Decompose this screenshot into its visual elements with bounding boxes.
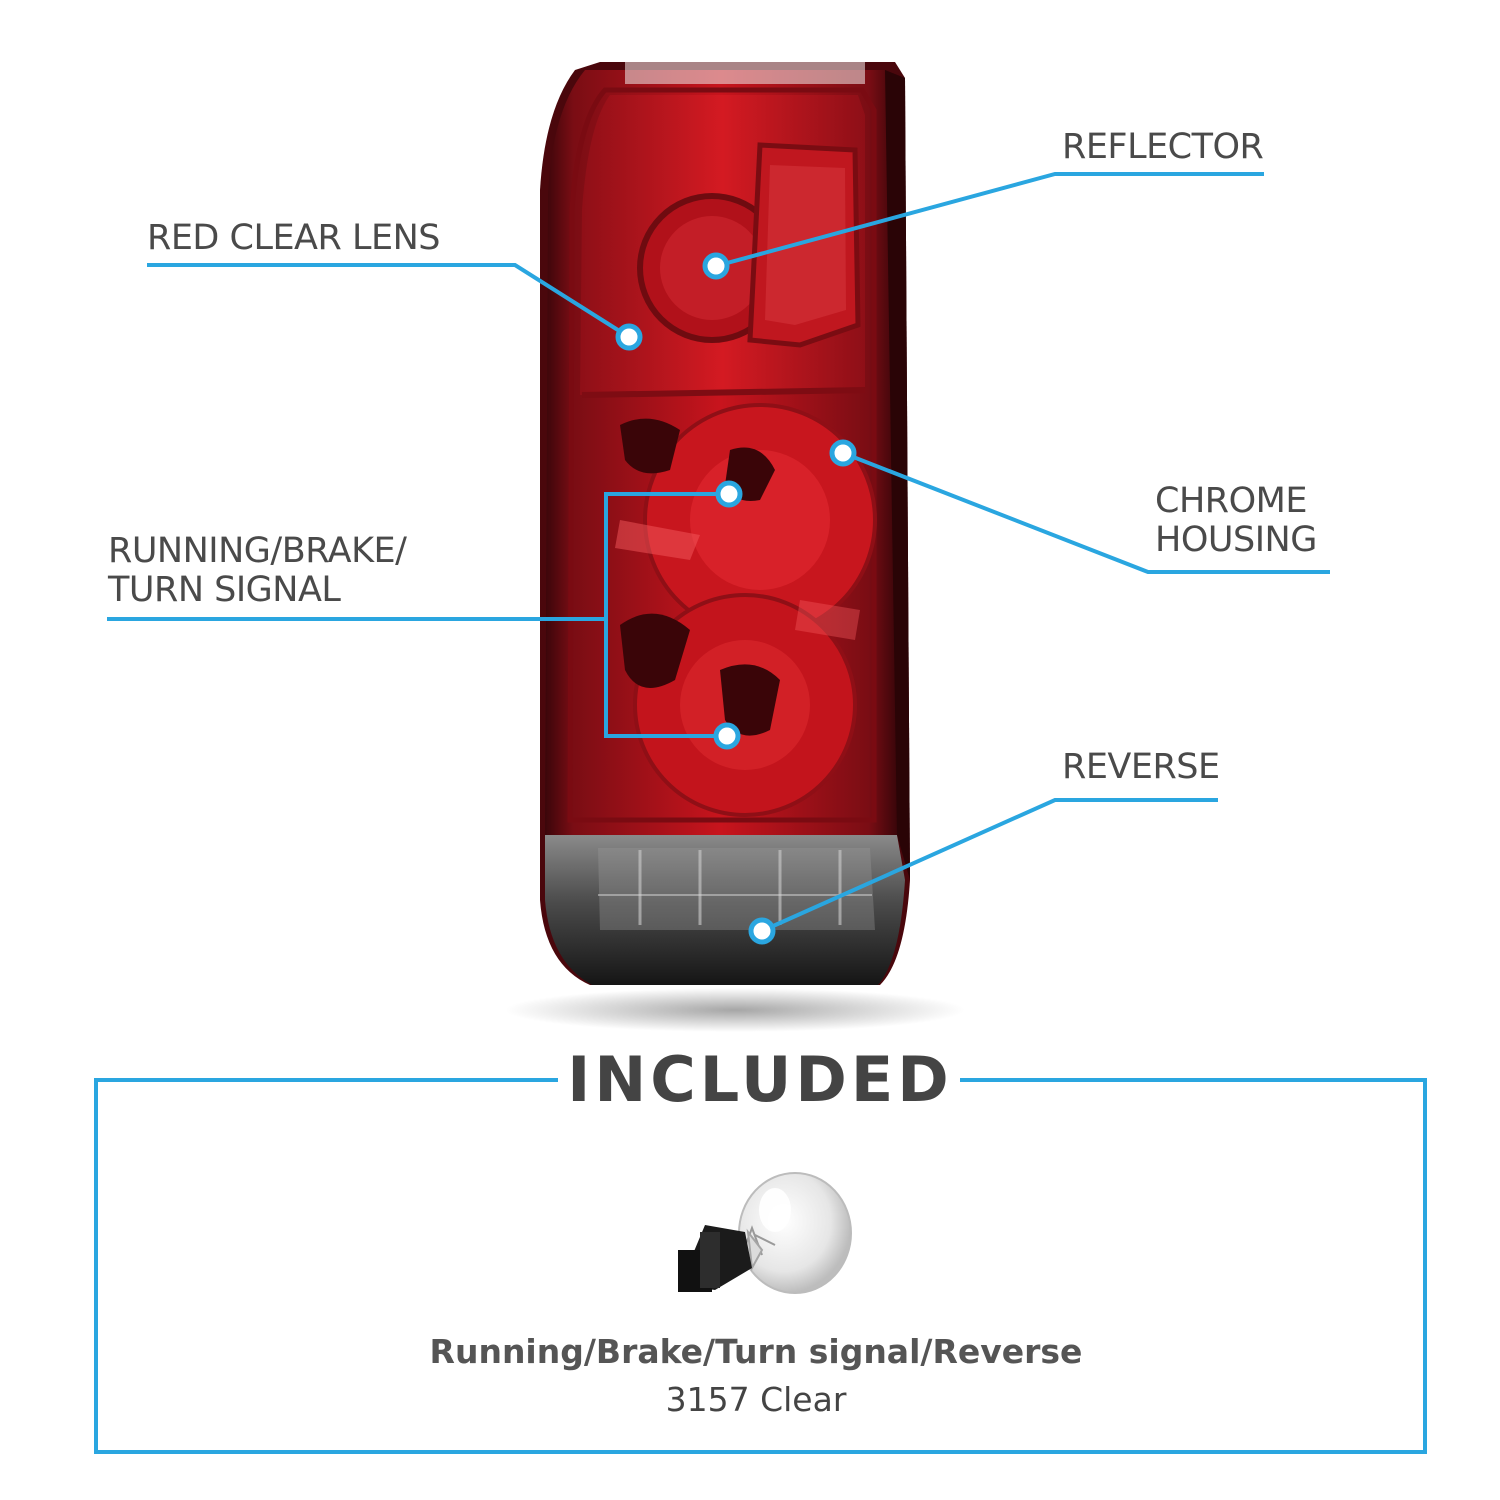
red-clear-lens-callout-line bbox=[147, 263, 631, 339]
bulb-name: Running/Brake/Turn signal/Reverse bbox=[429, 1332, 1083, 1371]
included-title: INCLUDED bbox=[567, 1043, 953, 1116]
lamp-shadow bbox=[505, 988, 965, 1032]
reverse-lens bbox=[545, 835, 905, 985]
chrome-housing-label-line2: HOUSING bbox=[1155, 520, 1317, 560]
red-clear-lens-label: RED CLEAR LENS bbox=[147, 218, 440, 258]
reverse-callout-line bbox=[761, 798, 1218, 933]
running-label-line2: TURN SIGNAL bbox=[108, 570, 341, 610]
running-lower-dot bbox=[713, 722, 741, 750]
reverse-label: REVERSE bbox=[1062, 747, 1220, 787]
chrome-housing-label-line1: CHROME bbox=[1155, 481, 1307, 521]
chrome-housing-callout-line bbox=[842, 451, 1330, 574]
running-upper-dot bbox=[715, 480, 743, 508]
chrome-housing-dot bbox=[829, 439, 857, 467]
running-callout-bracket bbox=[604, 492, 728, 738]
reverse-dot bbox=[748, 917, 776, 945]
running-label-line1: RUNNING/BRAKE/ bbox=[108, 531, 407, 571]
reflector-label: REFLECTOR bbox=[1062, 127, 1264, 167]
bulb-3157-icon bbox=[678, 1172, 852, 1294]
bulb-spec: 3157 Clear bbox=[665, 1380, 847, 1419]
reflector-callout-line bbox=[715, 172, 1264, 268]
red-clear-lens-dot bbox=[615, 323, 643, 351]
included-frame bbox=[94, 1078, 1427, 1454]
reflector-dot bbox=[702, 252, 730, 280]
